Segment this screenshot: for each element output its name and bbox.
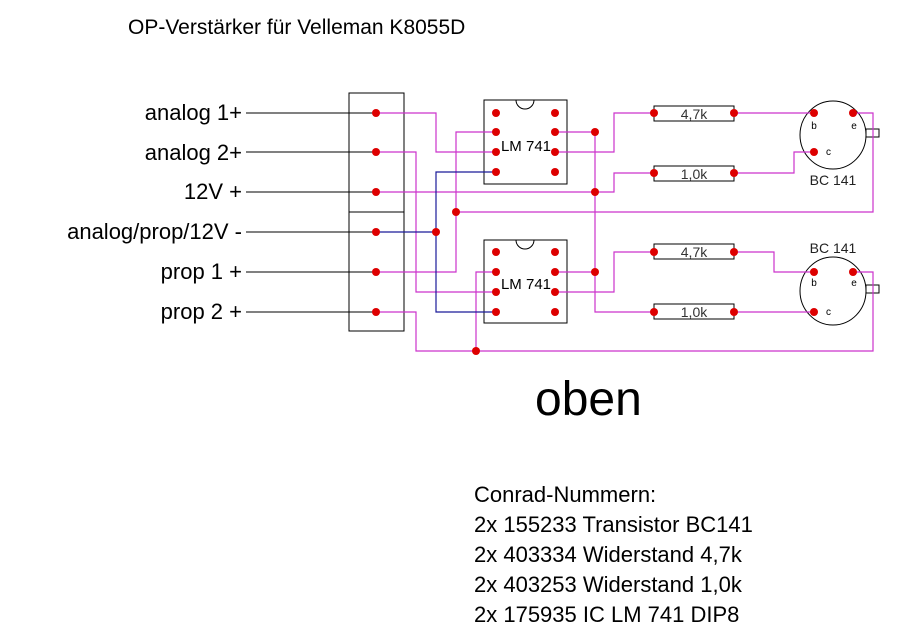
- pin-label-12v-plus: 12V +: [183, 179, 242, 204]
- ic-1-pin: [551, 148, 559, 156]
- ic-1-pin: [551, 168, 559, 176]
- transistor-1-pin-c: c: [826, 147, 831, 158]
- ic-2-pin: [551, 288, 559, 296]
- solder-point: [372, 109, 380, 117]
- transistor-pin: [810, 148, 818, 156]
- ic-2-body: [483, 239, 568, 324]
- ic-1-pin: [492, 168, 500, 176]
- wire-analog2-to-ic2: [376, 151, 496, 293]
- resistor-1-label: 4,7k: [681, 106, 708, 122]
- ic-2-pin: [492, 288, 500, 296]
- ic-2-notch: [515, 239, 535, 250]
- resistor-pin: [650, 308, 658, 316]
- pin-label-analog-2: analog 2+: [144, 140, 242, 165]
- solder-points: [372, 109, 857, 355]
- ic-2-pin: [492, 308, 500, 316]
- solder-point: [591, 268, 599, 276]
- parts-list-item: 2x 403253 Widerstand 1,0k: [474, 572, 742, 597]
- wire-r2-to-t1-c: [734, 151, 814, 174]
- ic-2-pin: [492, 248, 500, 256]
- ic-2-pin: [551, 268, 559, 276]
- ic-1-body: [483, 99, 568, 185]
- transistor-2-pin-e: e: [851, 278, 857, 289]
- ic-2-pin: [551, 248, 559, 256]
- transistor-2-pin-b: b: [811, 278, 817, 289]
- ic-1-pin: [492, 148, 500, 156]
- transistor-2-label: BC 141: [810, 240, 857, 256]
- parts-list: Conrad-Nummern: 2x 155233 Transistor BC1…: [474, 480, 753, 630]
- wire-r3-to-t2-b: [734, 251, 814, 273]
- resistor-pin: [730, 308, 738, 316]
- solder-point: [452, 208, 460, 216]
- ground-wires: [376, 171, 496, 313]
- pin-label-prop-1: prop 1 +: [160, 259, 242, 284]
- solder-point: [372, 228, 380, 236]
- orientation-label: oben: [535, 373, 642, 426]
- solder-point: [591, 188, 599, 196]
- resistor-2-label: 1,0k: [681, 166, 708, 182]
- ic-1-pin: [551, 128, 559, 136]
- solder-point: [432, 228, 440, 236]
- wire-ic2-out-to-r3: [555, 251, 654, 293]
- wire-ic-vplus-bus: [555, 131, 654, 313]
- transistor-bodies: [799, 100, 880, 326]
- pin-label-ground: analog/prop/12V -: [67, 219, 242, 244]
- resistor-pin: [650, 248, 658, 256]
- transistor-pin: [849, 109, 857, 117]
- ic-2-pin: [492, 268, 500, 276]
- transistor-pin: [810, 268, 818, 276]
- resistor-pin: [730, 109, 738, 117]
- signal-wires: [376, 112, 874, 352]
- resistor-4-label: 1,0k: [681, 304, 708, 320]
- resistor-3-label: 4,7k: [681, 244, 708, 260]
- ic-1-pin: [492, 109, 500, 117]
- connector-block: [348, 92, 405, 332]
- resistor-pin: [730, 248, 738, 256]
- pin-label-prop-2: prop 2 +: [160, 299, 242, 324]
- transistor-1-pin-b: b: [811, 121, 817, 132]
- resistor-pin: [730, 169, 738, 177]
- diagram-title: OP-Verstärker für Velleman K8055D: [128, 16, 466, 39]
- transistor-2-pin-c: c: [826, 307, 831, 318]
- transistor-pin: [810, 308, 818, 316]
- wire-prop1: [376, 212, 457, 273]
- ic-1-pin: [492, 128, 500, 136]
- solder-point: [591, 128, 599, 136]
- resistor-pin: [650, 169, 658, 177]
- ic-outlines: [483, 99, 568, 324]
- solder-point: [372, 268, 380, 276]
- transistor-1-pin-e: e: [851, 121, 857, 132]
- wire-ic2-pin2: [475, 271, 496, 351]
- solder-point: [372, 308, 380, 316]
- solder-point: [372, 148, 380, 156]
- ic-1-label: LM 741: [501, 138, 551, 155]
- transistor-1-label: BC 141: [810, 172, 857, 188]
- resistor-pin: [650, 109, 658, 117]
- parts-list-item: 2x 175935 IC LM 741 DIP8: [474, 602, 740, 627]
- wire-ic1-out-to-r1: [555, 112, 654, 153]
- ic-2-pin: [551, 308, 559, 316]
- ic-1-pin: [551, 109, 559, 117]
- transistor-pin: [810, 109, 818, 117]
- ic-2-label: LM 741: [501, 276, 551, 293]
- pin-label-analog-1: analog 1+: [144, 100, 242, 125]
- parts-list-heading: Conrad-Nummern:: [474, 482, 657, 507]
- lead-lines: [246, 112, 376, 313]
- transistor-pin: [849, 268, 857, 276]
- parts-list-item: 2x 155233 Transistor BC141: [474, 512, 753, 537]
- solder-point: [372, 188, 380, 196]
- wire-12v-to-r2: [595, 172, 654, 193]
- wire-ic1-pin2: [455, 131, 496, 212]
- transistor-2-body: [799, 256, 867, 326]
- ic-1-notch: [515, 99, 535, 110]
- solder-point: [472, 347, 480, 355]
- wire-t1-e: [456, 112, 874, 213]
- parts-list-item: 2x 403334 Widerstand 4,7k: [474, 542, 742, 567]
- wire-ground-to-ics: [435, 171, 496, 313]
- wire-analog1-to-ic1: [376, 112, 496, 153]
- wire-prop2-to-t2-e: [376, 271, 874, 352]
